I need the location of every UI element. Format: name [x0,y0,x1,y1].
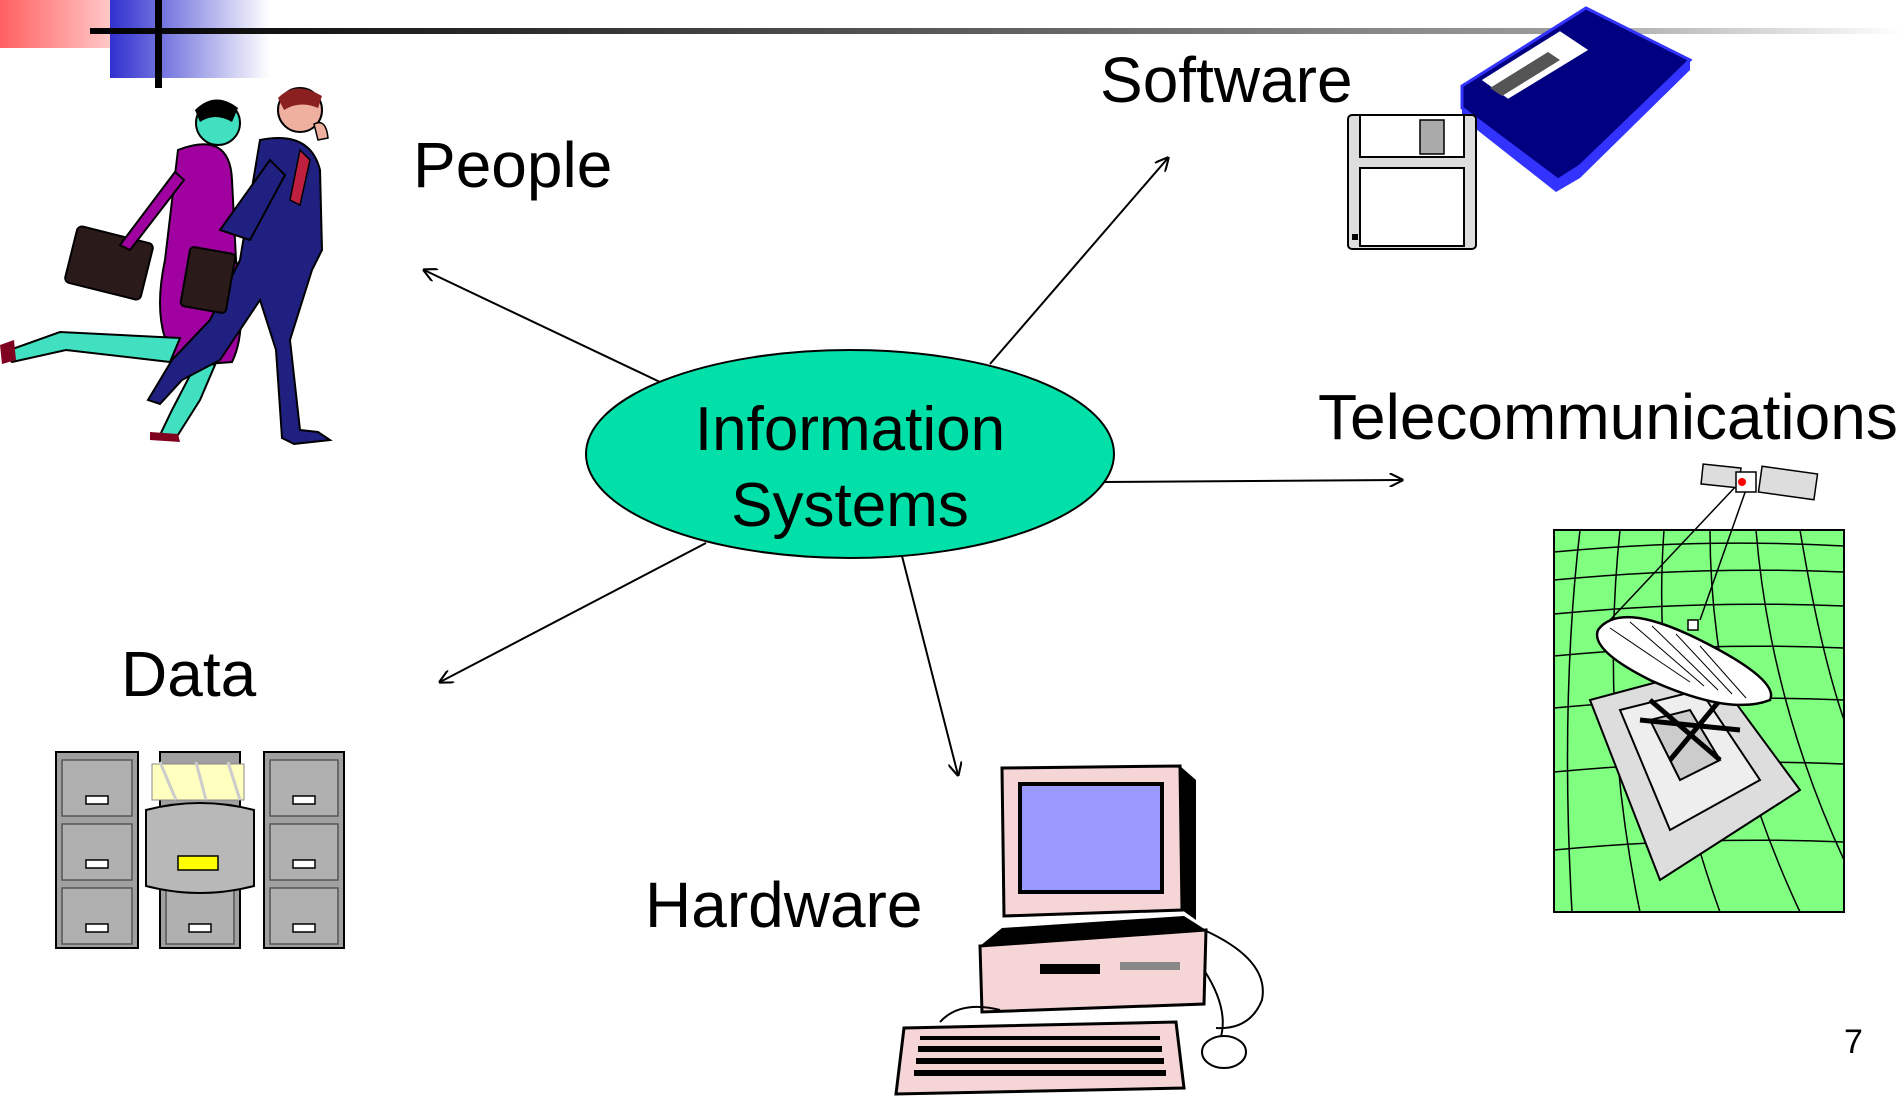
center-label-line1: Information [694,395,1006,464]
center-ellipse [585,349,1115,559]
header-decoration [0,0,1903,88]
node-hardware-label: Hardware [645,869,923,941]
node-people-label: People [413,129,613,201]
arrow-telecom [1101,480,1402,482]
arrow-software [989,158,1168,365]
arrow-data [440,542,707,682]
floppy-disk-icon [1347,6,1693,250]
satellite-dish-icon [1553,463,1845,913]
center-label: Information Systems [650,392,1050,544]
arrow-people [424,270,661,383]
file-cabinet-icon [55,751,345,949]
arrow-hardware [901,555,958,775]
node-data-label: Data [121,638,257,710]
center-label-line2: Systems [731,471,969,540]
people-running-icon [0,87,333,446]
node-telecom-label: Telecommunications [1318,381,1898,453]
computer-icon [894,764,1264,1096]
page-number: 7 [1844,1023,1863,1061]
arrows [424,158,1402,775]
node-software-label: Software [1100,44,1353,116]
